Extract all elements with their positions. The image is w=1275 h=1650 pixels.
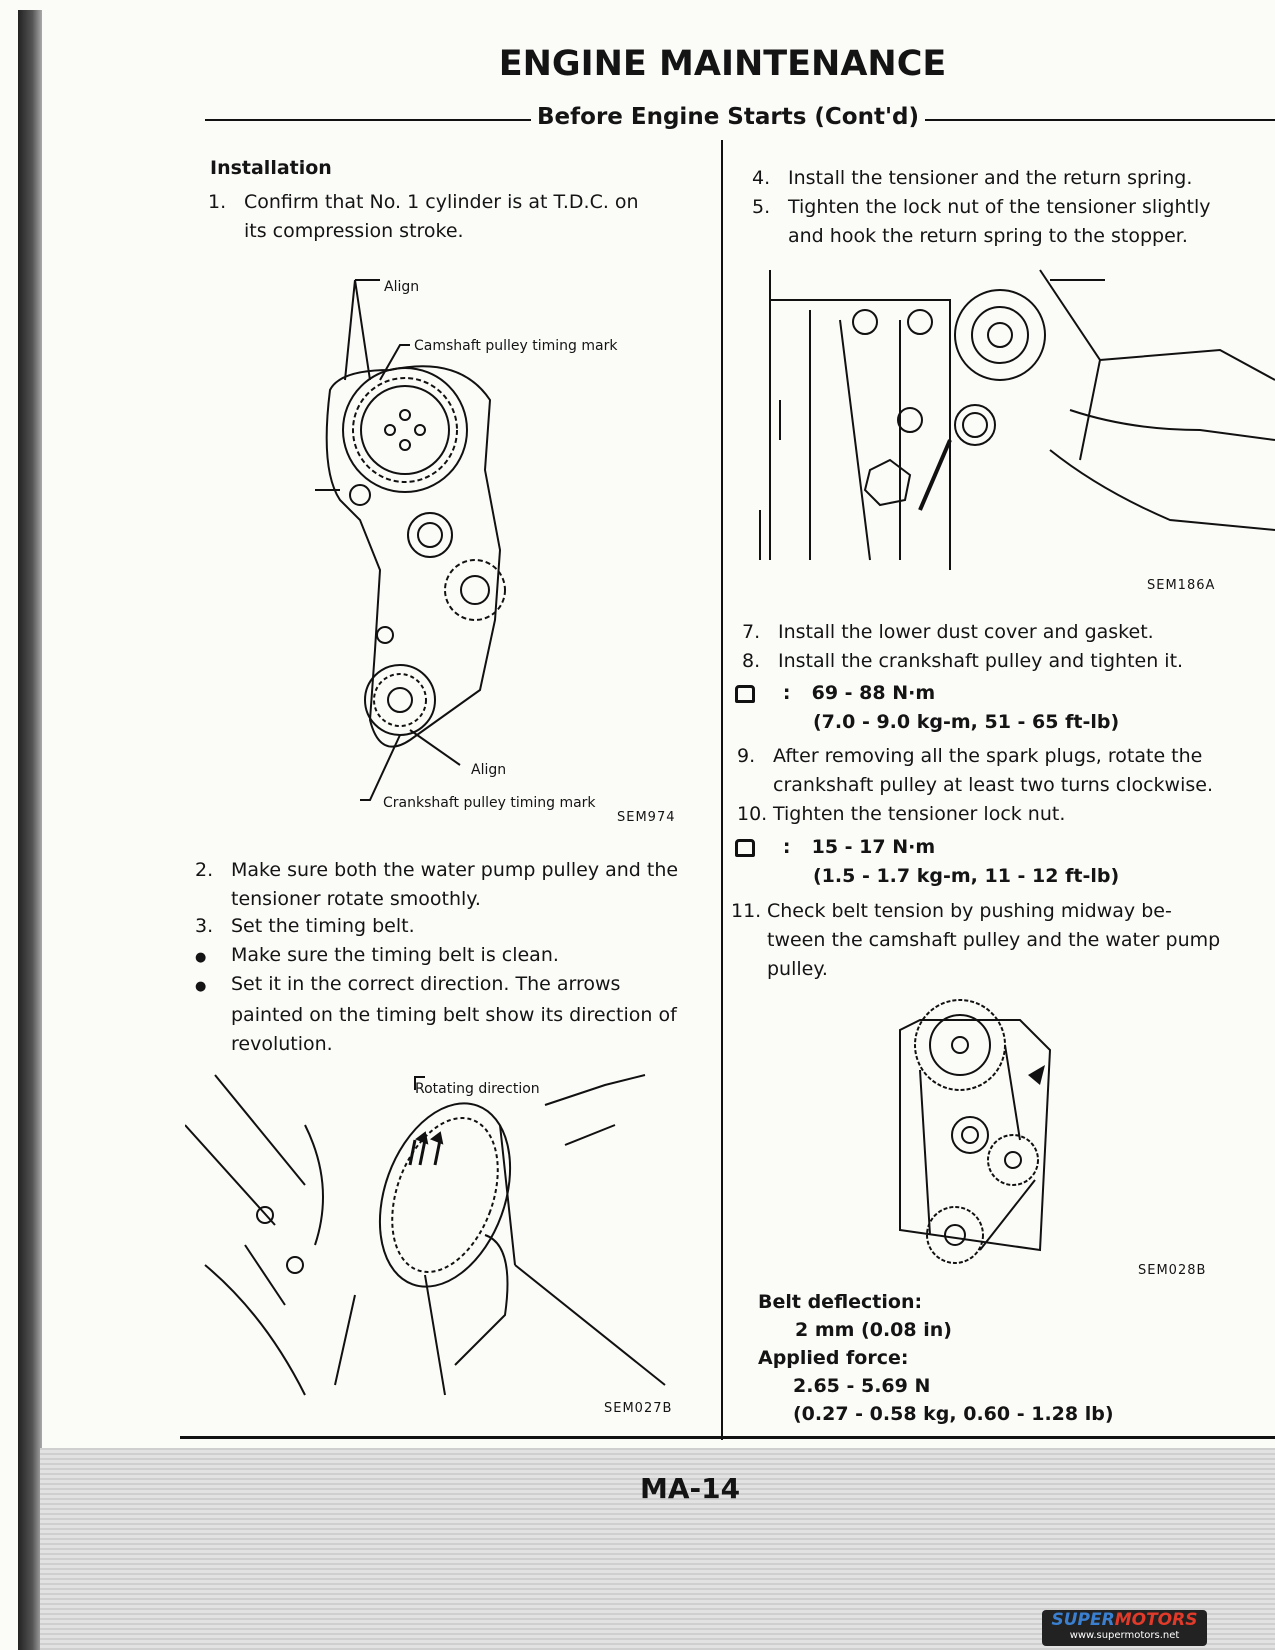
figure-code: SEM974 <box>617 810 676 825</box>
step-text: tween the camshaft pulley and the water … <box>767 929 1221 951</box>
step-text: Check belt tension by pushing midway be- <box>767 900 1172 922</box>
step-number: 10. <box>737 803 768 825</box>
step-8: 8. Install the crankshaft pulley and tigh… <box>742 647 1183 676</box>
step-number: 11. <box>731 900 762 922</box>
torque-spec-1: :69 - 88 N·m (7.0 - 9.0 kg-m, 51 - 65 ft… <box>735 679 1119 737</box>
step-1: 1. Confirm that No. 1 cylinder is at T.D.… <box>208 188 688 246</box>
force-value: 2.65 - 5.69 N <box>793 1375 931 1397</box>
bullet-2: ● Set it in the correct direction. The ar… <box>195 970 685 1059</box>
figure-code: SEM027B <box>604 1401 673 1416</box>
bullet: ● <box>195 950 207 965</box>
torque-alt-units: (1.5 - 1.7 kg-m, 11 - 12 ft-lb) <box>813 865 1120 887</box>
deflection-value: 2 mm (0.08 in) <box>795 1319 952 1341</box>
divider <box>925 119 1275 121</box>
torque-value: 15 - 17 N·m <box>811 836 936 858</box>
step-number: 9. <box>737 745 756 767</box>
step-text: Set the timing belt. <box>231 915 415 937</box>
supermotors-watermark[interactable]: SUPERMOTORS www.supermotors.net <box>1042 1610 1207 1646</box>
label-align-bottom: Align <box>471 762 507 778</box>
bullet-text: Make sure the timing belt is clean. <box>231 944 559 966</box>
separator: : <box>782 836 791 858</box>
step-number: 5. <box>752 196 771 218</box>
divider <box>180 1436 1275 1439</box>
step-text: Install the crankshaft pulley and tighte… <box>778 650 1184 672</box>
step-text: After removing all the spark plugs, rota… <box>773 745 1203 767</box>
divider <box>205 119 531 121</box>
scan-edge <box>18 10 42 1650</box>
watermark-url: www.supermotors.net <box>1069 1630 1180 1641</box>
step-3: 3. Set the timing belt. <box>195 912 415 941</box>
tensioner-figure <box>759 269 1275 570</box>
watermark-brand: SUPERMOTORS <box>1051 1610 1198 1630</box>
step-7: 7. Install the lower dust cover and gaske… <box>742 618 1154 647</box>
torque-value: 69 - 88 N·m <box>811 682 936 704</box>
belt-direction-figure <box>185 1074 666 1396</box>
deflection-label: Belt deflection: <box>758 1291 923 1313</box>
step-9: 9. After removing all the spark plugs, ro… <box>737 742 1275 800</box>
force-label: Applied force: <box>758 1347 909 1369</box>
label-rotating-direction: Rotating direction <box>415 1081 540 1097</box>
step-text: tensioner rotate smoothly. <box>231 888 481 910</box>
bullet-text: Set it in the correct direction. The arr… <box>231 973 621 995</box>
label-camshaft-mark: Camshaft pulley timing mark <box>414 338 618 354</box>
step-text: Confirm that No. 1 cylinder is at T.D.C.… <box>244 191 639 213</box>
figure-code: SEM186A <box>1147 578 1216 593</box>
step-number: 8. <box>742 650 761 672</box>
step-text: Make sure both the water pump pulley and… <box>231 859 679 881</box>
step-text: and hook the return spring to the stoppe… <box>788 225 1188 247</box>
belt-spec: Belt deflection: 2 mm (0.08 in) Applied … <box>758 1288 1114 1428</box>
step-4: 4. Install the tensioner and the return s… <box>752 164 1192 193</box>
step-text: its compression stroke. <box>244 220 464 242</box>
installation-heading: Installation <box>210 157 332 179</box>
page-number: MA-14 <box>640 1472 741 1505</box>
label-align-top: Align <box>384 279 420 295</box>
step-number: 4. <box>752 167 771 189</box>
step-number: 1. <box>208 191 227 213</box>
step-text: Tighten the tensioner lock nut. <box>773 803 1066 825</box>
step-text: pulley. <box>767 958 828 980</box>
section-heading: Before Engine Starts (Cont'd) <box>205 104 1275 130</box>
timing-marks-figure <box>315 279 506 801</box>
separator: : <box>782 682 791 704</box>
column-divider <box>721 140 723 1440</box>
force-alt-units: (0.27 - 0.58 kg, 0.60 - 1.28 lb) <box>793 1403 1114 1425</box>
bullet: ● <box>195 979 207 994</box>
step-number: 3. <box>195 915 214 937</box>
figure-code: SEM028B <box>1138 1263 1207 1278</box>
step-text: crankshaft pulley at least two turns clo… <box>773 774 1213 796</box>
belt-tension-figure <box>899 999 1052 1264</box>
page-title: ENGINE MAINTENANCE <box>498 44 947 84</box>
step-11: 11.Check belt tension by pushing midway … <box>731 897 1275 984</box>
step-text: Tighten the lock nut of the tensioner sl… <box>788 196 1211 218</box>
bullet-text: revolution. <box>231 1033 333 1055</box>
label-crankshaft-mark: Crankshaft pulley timing mark <box>383 795 596 811</box>
step-number: 7. <box>742 621 761 643</box>
bullet-text: painted on the timing belt show its dire… <box>231 1004 677 1026</box>
step-number: 2. <box>195 859 214 881</box>
step-text: Install the tensioner and the return spr… <box>788 167 1193 189</box>
torque-alt-units: (7.0 - 9.0 kg-m, 51 - 65 ft-lb) <box>813 711 1120 733</box>
torque-wrench-icon <box>735 684 755 703</box>
torque-wrench-icon <box>735 838 755 857</box>
step-5: 5. Tighten the lock nut of the tensioner … <box>752 193 1275 251</box>
step-text: Install the lower dust cover and gasket. <box>778 621 1154 643</box>
torque-spec-2: :15 - 17 N·m (1.5 - 1.7 kg-m, 11 - 12 ft… <box>735 833 1119 891</box>
step-2: 2. Make sure both the water pump pulley a… <box>195 856 685 914</box>
step-10: 10.Tighten the tensioner lock nut. <box>737 800 1065 829</box>
bullet-1: ● Make sure the timing belt is clean. <box>195 941 559 972</box>
section-title: Before Engine Starts (Cont'd) <box>537 104 919 130</box>
